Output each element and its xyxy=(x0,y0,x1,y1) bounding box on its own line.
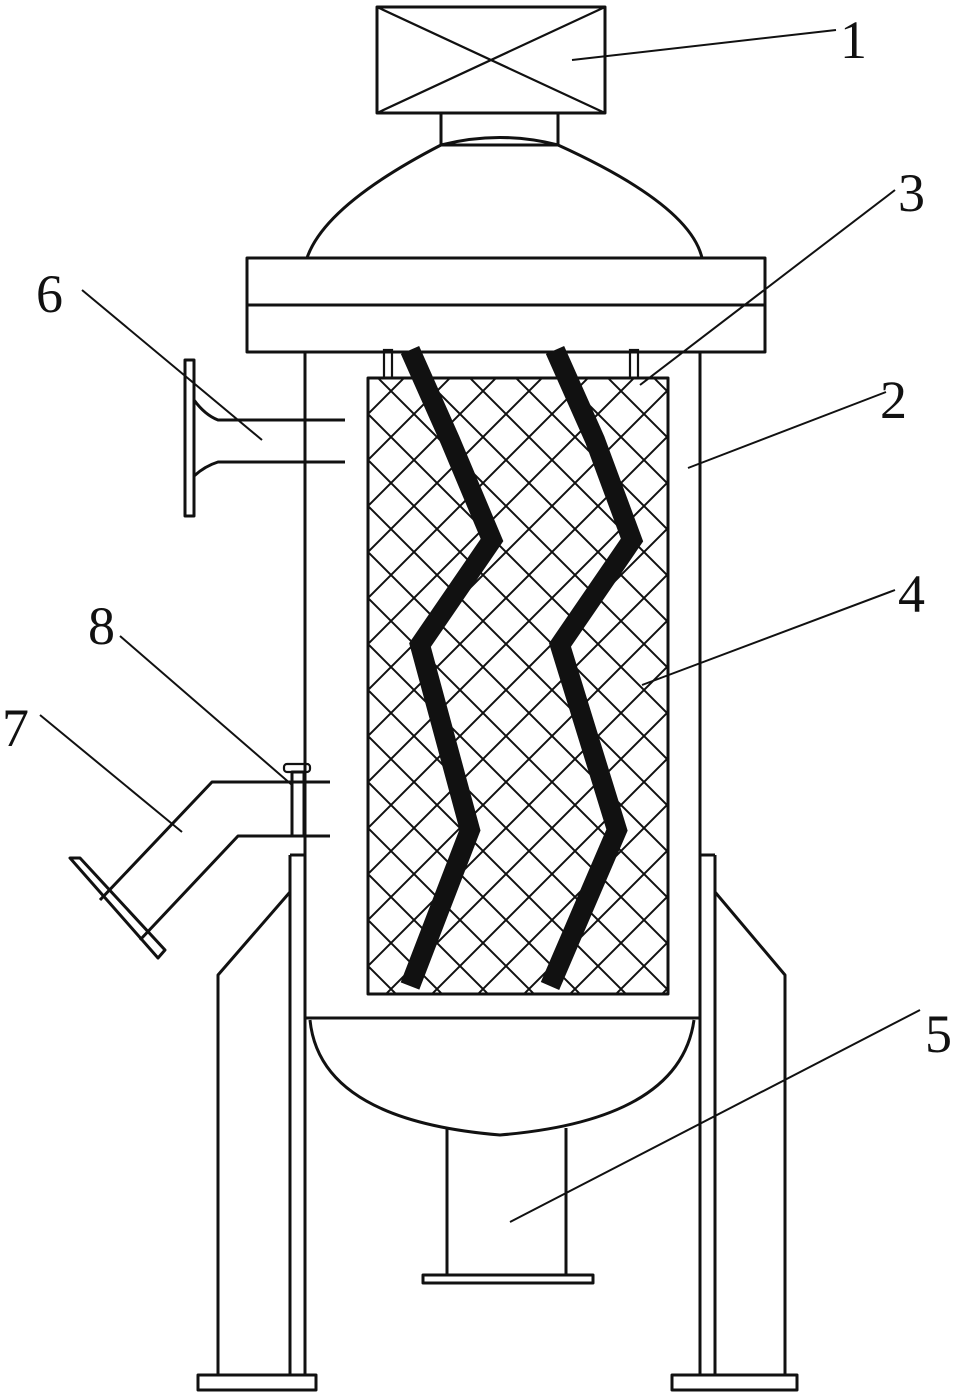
upper-dome-head xyxy=(305,143,704,259)
lower-dish-head xyxy=(308,1019,696,1137)
bottom-outlet xyxy=(421,1128,595,1285)
callout-label-1: 1 xyxy=(840,10,867,70)
filter-cartridge xyxy=(366,376,670,996)
callout-label-3: 3 xyxy=(898,163,925,223)
callout-label-6: 6 xyxy=(36,264,63,324)
support-legs xyxy=(196,853,799,1392)
callout-label-4: 4 xyxy=(898,564,925,624)
callout-label-2: 2 xyxy=(880,370,907,430)
callout-label-5: 5 xyxy=(925,1004,952,1064)
zigzag-elements xyxy=(400,345,644,990)
callout-label-8: 8 xyxy=(88,596,115,656)
flange xyxy=(245,256,767,354)
top-drive-box xyxy=(375,5,607,147)
callout-label-7: 7 xyxy=(2,698,29,758)
upper-dome-cap xyxy=(440,136,559,147)
drain-valve xyxy=(282,762,312,838)
side-inlet-nozzle xyxy=(183,358,345,518)
leader-lines xyxy=(39,29,921,1223)
